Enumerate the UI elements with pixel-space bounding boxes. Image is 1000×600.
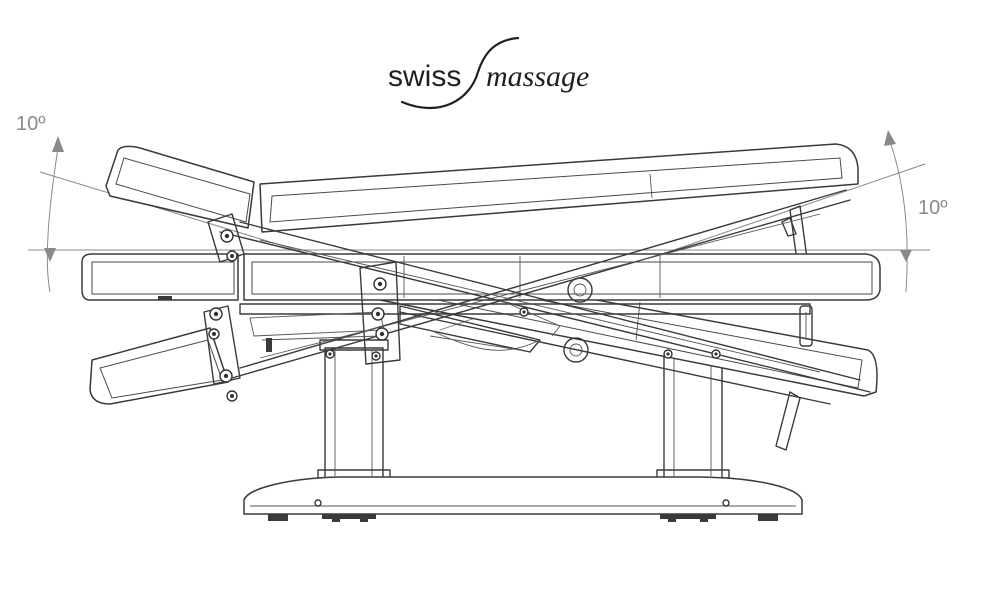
table-base (243, 339, 803, 522)
pivot-joint-12 (519, 307, 529, 317)
actuator-block (266, 338, 272, 352)
upper-head-pad (105, 145, 255, 229)
foot-4 (758, 514, 778, 521)
tabletop-horizontal (81, 253, 881, 347)
foot-2 (322, 514, 376, 519)
pivot-joint-1 (220, 229, 234, 243)
left-arc-arrow-up-icon (52, 136, 64, 152)
pivot-joint-6 (226, 390, 238, 402)
pivot-joint-5 (219, 369, 233, 383)
left-link-plate-upper (207, 213, 245, 263)
left-angle-arc (46, 147, 59, 293)
pivot-joint-10 (325, 349, 335, 359)
foot-3 (660, 514, 716, 519)
left-arc-arrow-down-icon (44, 248, 56, 262)
motor-wheel-upper (567, 277, 593, 303)
upper-main-pad (259, 143, 859, 233)
base-screw-right (722, 499, 730, 507)
base-screw-left (314, 499, 322, 507)
pivot-joint-13 (663, 349, 673, 359)
horizontal-right-handle (799, 305, 813, 347)
tilt-mechanism (158, 213, 721, 402)
pivot-joint-11 (371, 351, 381, 361)
pivot-joint-9 (375, 327, 389, 341)
motor-wheel-lower (563, 337, 589, 363)
pivot-joint-2 (226, 250, 238, 262)
tilt-frame-lines (219, 189, 871, 393)
pivot-joint-7 (373, 277, 387, 291)
right-angle-label: 10º (918, 197, 948, 219)
right-column-outer (663, 347, 723, 479)
tabletop-tilted-up (105, 143, 859, 269)
right-arc-arrow-down-icon (900, 250, 912, 262)
pivot-joint-4 (208, 328, 220, 340)
lower-right-handle (775, 391, 801, 451)
right-angle-arc (887, 135, 908, 293)
foot-1 (268, 514, 288, 521)
right-arc-arrow-up-icon (884, 130, 896, 146)
pivot-joint-3 (209, 307, 223, 321)
pivot-joint-14 (711, 349, 721, 359)
pivot-joint-8 (371, 307, 385, 321)
logo-text-swiss: swiss (388, 60, 461, 93)
brand-logo: swiss massage (388, 36, 589, 110)
left-link-plate-lower (203, 305, 241, 385)
base-plate (243, 476, 803, 515)
left-column-outer (324, 347, 384, 479)
logo-text-massage: massage (486, 60, 589, 93)
horizontal-main-pad (243, 253, 881, 301)
horizontal-head-pad (81, 253, 239, 301)
left-angle-label: 10º (16, 113, 46, 135)
logo-swash (400, 36, 520, 110)
